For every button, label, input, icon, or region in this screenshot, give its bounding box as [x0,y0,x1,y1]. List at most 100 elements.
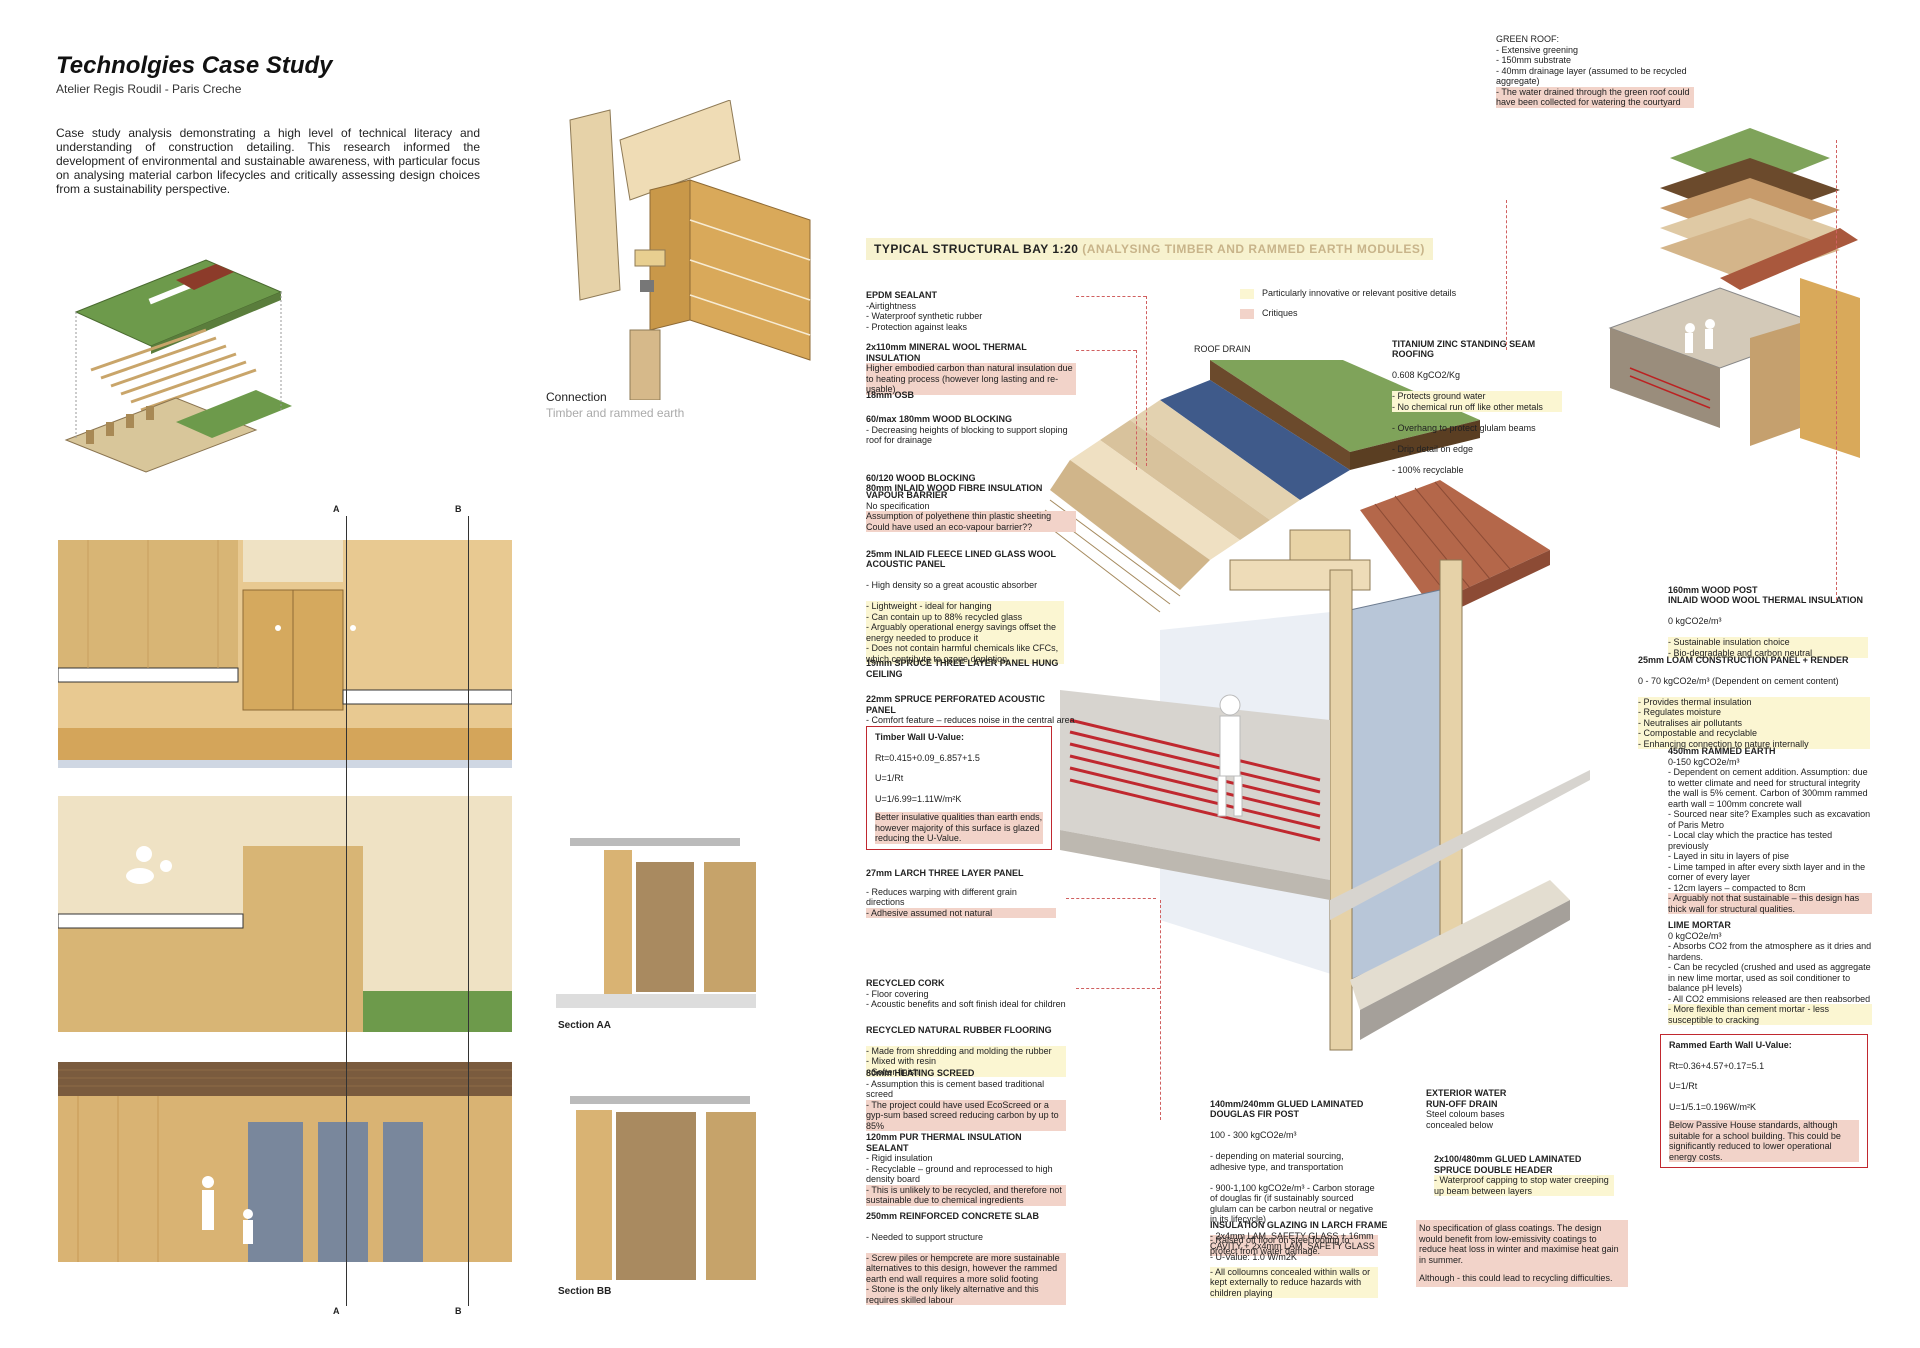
label-screed: 80mm HEATING SCREED - Assumption this is… [866,1068,1066,1131]
label-lime-mortar-line-3: - All CO2 emmisions released are then re… [1668,993,1871,1004]
legend-critique: Critiques [1240,308,1298,319]
leader-line [1146,296,1147,466]
label-double-header: 2x100/480mm GLUED LAMINATED SPRUCE DOUBL… [1434,1154,1614,1196]
label-cork-line-1: - Floor covering [866,988,929,999]
label-epdm: EPDM SEALANT -Airtightness - Waterproof … [866,290,1066,332]
section-mark-b-top: B [455,504,462,514]
bay-header-main: TYPICAL STRUCTURAL BAY 1:20 [874,242,1083,256]
label-pur-title: 120mm PUR THERMAL INSULATION SEALANT [866,1132,1022,1153]
label-titanium-line-3: - 100% recyclable [1392,464,1464,475]
legend-critique-label: Critiques [1262,308,1298,318]
structural-bay-drawing [1039,360,1590,1051]
label-rammed-earth-sub: 0-150 kgCO2e/m³ [1668,756,1740,767]
label-glass-wool: 25mm INLAID FLEECE LINED GLASS WOOL ACOU… [866,538,1064,675]
label-screed-line: - Assumption this is cement based tradit… [866,1078,1045,1100]
label-epdm-line-1: -Airtightness [866,300,917,311]
label-rammed-earth-line-6: - 12cm layers – compacted to 8cm [1668,882,1806,893]
label-spruce-ceiling-title: 19mm SPRUCE THREE LAYER PANEL HUNG CEILI… [866,658,1059,679]
label-pur-critique: - This is unlikely to be recycled, and t… [866,1184,1066,1206]
label-titanium-title: TITANIUM ZINC STANDING SEAM ROOFING [1392,338,1536,360]
legend-critique-swatch [1240,308,1254,319]
intro-paragraph: Case study analysis demonstrating a high… [56,126,480,196]
label-rammed-earth-line-5: - Lime tamped in after every sixth layer… [1668,861,1866,883]
label-titanium-line-1: - Overhang to protect glulam beams [1392,422,1536,433]
label-vapour-barrier-line: No specification [866,500,930,511]
label-concrete-line: - Needed to support structure [866,1231,984,1242]
label-glass-coatings-p1: No specification of glass coatings. The … [1419,1223,1619,1265]
label-rammed-earth-line-4: - Layed in situ in layers of pise [1668,851,1790,861]
earth-uvalue-f2: U=1/Rt [1669,1081,1698,1091]
timber-uvalue-critique: Better insulative qualities than earth e… [875,812,1043,844]
label-wood-fibre-title: 60/120 WOOD BLOCKING 80mm INLAID WOOD FI… [866,472,1043,494]
label-glazing: INSULATION GLAZING IN LARCH FRAME - 2x4m… [1210,1220,1406,1262]
timber-uvalue-box: Timber Wall U-Value: Rt=0.415+0.09_6.857… [866,726,1052,850]
page-title: Technolgies Case Study [56,52,333,79]
label-screed-critique: - The project could have used EcoScreed … [866,1099,1066,1131]
label-glass-wool-title: 25mm INLAID FLEECE LINED GLASS WOOL ACOU… [866,548,1056,570]
label-rubber-title: RECYCLED NATURAL RUBBER FLOORING [866,1024,1052,1035]
label-wood-blocking-line: - Decreasing heights of blocking to supp… [866,424,1068,446]
label-spruce-ceiling: 19mm SPRUCE THREE LAYER PANEL HUNG CEILI… [866,658,1066,679]
label-glazing-title: INSULATION GLAZING IN LARCH FRAME [1210,1220,1388,1230]
label-titanium-line-2: - Drip detail on edge [1392,443,1474,454]
label-glass-coatings-p2: Although - this could lead to recycling … [1419,1273,1613,1283]
label-double-header-positive: - Waterproof capping to stop water creep… [1434,1175,1614,1196]
label-titanium-positive: - Protects ground water - No chemical ru… [1392,391,1562,412]
label-pur: 120mm PUR THERMAL INSULATION SEALANT - R… [866,1132,1066,1206]
legend-positive: Particularly innovative or relevant posi… [1240,288,1456,299]
label-epdm-title: EPDM SEALANT [866,290,938,300]
elevation-panel-3 [58,1062,512,1262]
label-lime-mortar-title: LIME MORTAR [1668,920,1731,930]
label-roof-drain: ROOF DRAIN [1194,344,1251,354]
label-lime-mortar-positive: - More flexible than cement mortar - les… [1668,1004,1872,1025]
label-concrete-critique: - Screw piles or hempcrete are more sust… [866,1252,1066,1305]
label-vapour-barrier-title: VAPOUR BARRIER [866,490,948,500]
bay-header: TYPICAL STRUCTURAL BAY 1:20 (ANALYSING T… [866,238,1433,260]
label-concrete-title: 250mm REINFORCED CONCRETE SLAB [866,1210,1040,1221]
legend-positive-swatch [1240,288,1254,299]
label-glulam-post-line-2: - depending on material sourcing, adhesi… [1210,1151,1344,1172]
section-aa-drawing [556,838,756,1008]
label-mineral-wool-critique: Higher embodied carbon than natural insu… [866,363,1076,395]
label-glulam-post-line-1: 100 - 300 kgCO2e/m³ [1210,1130,1297,1140]
elevation-panel-1 [58,540,512,768]
label-lime-mortar: LIME MORTAR 0 kgCO2e/m³ - Absorbs CO2 fr… [1668,920,1872,1025]
section-mark-a-bottom: A [333,1306,340,1316]
earth-uvalue-title: Rammed Earth Wall U-Value: [1669,1040,1792,1050]
label-cork: RECYCLED CORK - Floor covering - Acousti… [866,978,1076,1010]
label-glass-wool-positive: - Lightweight - ideal for hanging - Can … [866,601,1064,664]
label-loam-positive: - Provides thermal insulation - Regulate… [1638,696,1870,749]
label-wood-post-sub: 0 kgCO2e/m³ [1668,616,1722,626]
green-roof-label: GREEN ROOF: - Extensive greening - 150mm… [1496,34,1694,108]
section-bb-drawing [570,1096,756,1280]
label-spruce-acoustic-line: - Comfort feature – reduces noise in the… [866,715,1075,725]
label-wood-blocking-title: 60/max 180mm WOOD BLOCKING [866,414,1013,424]
label-epdm-line-3: - Protection against leaks [866,321,968,332]
label-rubber: RECYCLED NATURAL RUBBER FLOORING - Made … [866,1014,1066,1088]
earth-uvalue-critique: Below Passive House standards, although … [1669,1120,1859,1162]
label-mineral-wool: 2x110mm MINERAL WOOL THERMAL INSULATION … [866,342,1076,395]
label-glulam-post-line-3: - 900-1,100 kgCO2e/m³ - Carbon storage o… [1210,1182,1375,1225]
label-glazing-line-2: - U-Value: 1.0 W/m2K [1210,1251,1297,1262]
label-glass-wool-line: - High density so a great acoustic absor… [866,580,1038,590]
green-roof-line-1: - Extensive greening [1496,44,1579,55]
section-aa-caption: Section AA [558,1020,611,1031]
label-vapour-barrier-critique: Assumption of polyethene thin plastic sh… [866,511,1076,532]
exploded-stack-drawing [1608,128,1860,458]
label-wood-blocking: 60/max 180mm WOOD BLOCKING - Decreasing … [866,414,1076,446]
label-mineral-wool-title: 2x110mm MINERAL WOOL THERMAL INSULATION [866,342,1027,363]
label-loam-sub: 0 - 70 kgCO2e/m³ (Dependent on cement co… [1638,675,1839,686]
label-lime-mortar-sub: 0 kgCO2e/m³ [1668,930,1722,941]
label-wood-post: 160mm WOOD POST INLAID WOOD WOOL THERMAL… [1668,574,1868,669]
label-spruce-acoustic-title: 22mm SPRUCE PERFORATED ACOUSTIC PANEL [866,694,1046,715]
section-mark-a-top: A [333,504,340,514]
leader-line [1136,350,1137,470]
label-larch: 27mm LARCH THREE LAYER PANEL - Reduces w… [866,868,1056,918]
label-titanium: TITANIUM ZINC STANDING SEAM ROOFING 0.60… [1392,328,1562,486]
label-vapour-barrier: VAPOUR BARRIER No specification Assumpti… [866,490,1076,532]
elevation-panel-2 [58,796,512,1032]
label-cork-title: RECYCLED CORK [866,978,945,988]
earth-uvalue-f3: U=1/5.1=0.196W/m²K [1669,1101,1757,1112]
label-wood-fibre: 60/120 WOOD BLOCKING 80mm INLAID WOOD FI… [866,462,1076,504]
label-epdm-line-2: - Waterproof synthetic rubber [866,311,983,321]
